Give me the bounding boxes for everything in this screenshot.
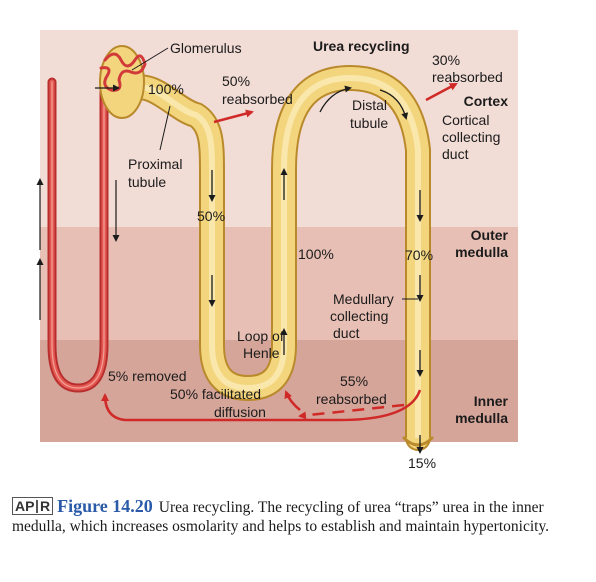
label-medullary-3: duct — [333, 325, 360, 341]
label-distal-2: tubule — [350, 115, 388, 131]
label-100-asc: 100% — [298, 246, 334, 262]
arrow-50-facilitated — [284, 390, 301, 411]
apr-badge-a: AP — [15, 498, 35, 514]
arrow-5-removed — [101, 389, 422, 422]
arrow-55-reabsorbed — [298, 403, 405, 420]
label-50-pct-desc: 50% — [197, 208, 225, 224]
label-cortical-3: duct — [442, 146, 469, 162]
label-medullary-2: collecting — [330, 308, 388, 324]
label-facilitated-1: 50% facilitated — [170, 386, 261, 402]
region-label-inner-2: medulla — [455, 410, 508, 426]
urea-recycling-diagram: Urea recycling Glomerulus 100% 50% reabs… — [36, 30, 518, 470]
region-label-inner-1: Inner — [474, 393, 509, 409]
label-cortical-1: Cortical — [442, 112, 489, 128]
label-reabsorbed-1: reabsorbed — [222, 91, 293, 107]
reabsorption-arrows — [101, 82, 458, 422]
figure-number: Figure 14.20 — [57, 496, 153, 516]
region-label-outer-1: Outer — [471, 227, 509, 243]
label-50-pct-1: 50% — [222, 73, 250, 89]
arrow-30-reabsorbed — [425, 82, 458, 102]
label-reabsorbed-30: reabsorbed — [432, 69, 503, 85]
label-facilitated-2: diffusion — [214, 404, 266, 420]
label-cortical-2: collecting — [442, 129, 500, 145]
apr-badge-b: R — [39, 498, 51, 514]
region-label-outer-2: medulla — [455, 244, 508, 260]
diagram-title: Urea recycling — [313, 38, 410, 54]
label-70-pct: 70% — [405, 247, 433, 263]
label-30-pct: 30% — [432, 52, 460, 68]
label-100-glom: 100% — [148, 81, 184, 97]
leader-lines — [131, 47, 418, 300]
arrow-50-reabsorbed — [213, 109, 254, 124]
nephron-tubule — [99, 45, 434, 451]
region-label-cortex: Cortex — [464, 93, 509, 109]
label-55-pct: 55% — [340, 373, 368, 389]
label-distal-1: Distal — [352, 97, 387, 113]
label-loop-2: Henle — [243, 345, 280, 361]
label-reabsorbed-55: reabsorbed — [316, 391, 387, 407]
tubule-flow-arrows — [95, 84, 424, 454]
label-loop-1: Loop of — [237, 328, 284, 344]
label-glomerulus: Glomerulus — [170, 40, 242, 56]
label-proximal-1: Proximal — [128, 156, 182, 172]
label-proximal-2: tubule — [128, 174, 166, 190]
label-medullary-1: Medullary — [333, 291, 394, 307]
peritubular-capillary — [47, 55, 117, 393]
capillary-flow-arrows — [36, 178, 120, 320]
label-15-pct: 15% — [408, 455, 436, 470]
glomerulus-tuft — [99, 52, 147, 92]
label-5-removed: 5% removed — [108, 368, 187, 384]
caption-text: Urea recycling. The recycling of urea “t… — [12, 499, 550, 535]
